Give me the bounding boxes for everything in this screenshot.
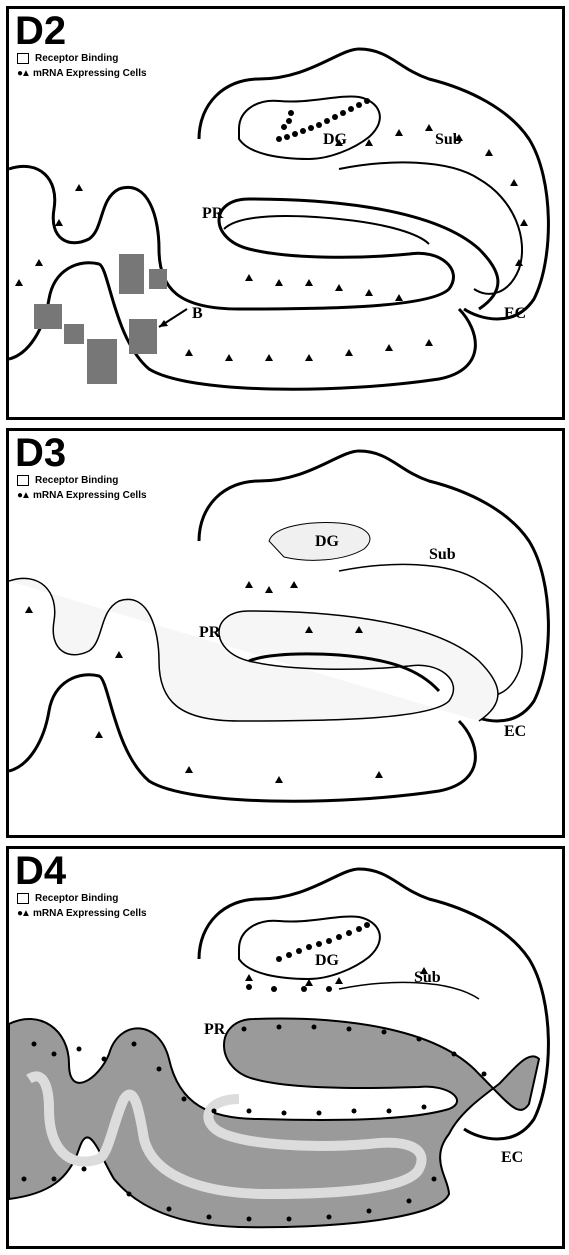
- d2-cortex-outer: [9, 166, 498, 309]
- legend-mrna-label: mRNA Expressing Cells: [33, 490, 147, 501]
- label-dg: DG: [315, 952, 339, 970]
- label-sub: Sub: [435, 131, 462, 149]
- legend: Receptor Binding ●▲mRNA Expressing Cells: [17, 51, 147, 81]
- legend-row-mrna: ●▲mRNA Expressing Cells: [17, 906, 147, 921]
- label-dg: DG: [323, 131, 347, 149]
- label-ec: EC: [504, 305, 526, 323]
- d2-triangle-cells: [15, 124, 528, 361]
- label-sub: Sub: [414, 969, 441, 987]
- d3-cortex-outer: [9, 578, 498, 721]
- legend-row-mrna: ●▲mRNA Expressing Cells: [17, 66, 147, 81]
- legend-row-binding: Receptor Binding: [17, 51, 147, 66]
- label-ec: EC: [504, 723, 526, 741]
- d4-sub-band: [339, 982, 479, 999]
- binding-swatch-icon: [17, 475, 29, 486]
- d4-hippocampus-outline: [199, 869, 548, 1139]
- legend-row-binding: Receptor Binding: [17, 473, 147, 488]
- panel-title: D3: [15, 431, 66, 475]
- legend-binding-label: Receptor Binding: [35, 53, 118, 64]
- panel-d4: D4 Receptor Binding ●▲mRNA Expressing Ce…: [6, 846, 565, 1249]
- panel-d2: D2 Receptor Binding ●▲mRNA Expressing Ce…: [6, 6, 565, 420]
- label-dg: DG: [315, 533, 339, 551]
- legend: Receptor Binding ●▲mRNA Expressing Cells: [17, 473, 147, 503]
- binding-swatch-icon: [17, 893, 29, 904]
- panel-title: D2: [15, 9, 66, 53]
- legend-mrna-label: mRNA Expressing Cells: [33, 908, 147, 919]
- d2-binding-patches: [34, 254, 167, 384]
- panel-d3: D3 Receptor Binding ●▲mRNA Expressing Ce…: [6, 428, 565, 838]
- label-pr: PR: [199, 624, 220, 642]
- circle-triangle-icon: ●▲: [17, 68, 33, 79]
- binding-swatch-icon: [17, 53, 29, 64]
- legend: Receptor Binding ●▲mRNA Expressing Cells: [17, 891, 147, 921]
- legend-row-mrna: ●▲mRNA Expressing Cells: [17, 488, 147, 503]
- legend-mrna-label: mRNA Expressing Cells: [33, 68, 147, 79]
- panel-title: D4: [15, 849, 66, 893]
- label-pr: PR: [202, 205, 223, 223]
- d2-pr-fold: [224, 216, 429, 244]
- legend-binding-label: Receptor Binding: [35, 893, 118, 904]
- label-pr: PR: [204, 1021, 225, 1039]
- d2-sub-band: [339, 162, 522, 293]
- label-ec: EC: [501, 1149, 523, 1167]
- label-b: B: [192, 305, 203, 323]
- legend-row-binding: Receptor Binding: [17, 891, 147, 906]
- circle-triangle-icon: ●▲: [17, 908, 33, 919]
- label-sub: Sub: [429, 546, 456, 564]
- legend-binding-label: Receptor Binding: [35, 475, 118, 486]
- circle-triangle-icon: ●▲: [17, 490, 33, 501]
